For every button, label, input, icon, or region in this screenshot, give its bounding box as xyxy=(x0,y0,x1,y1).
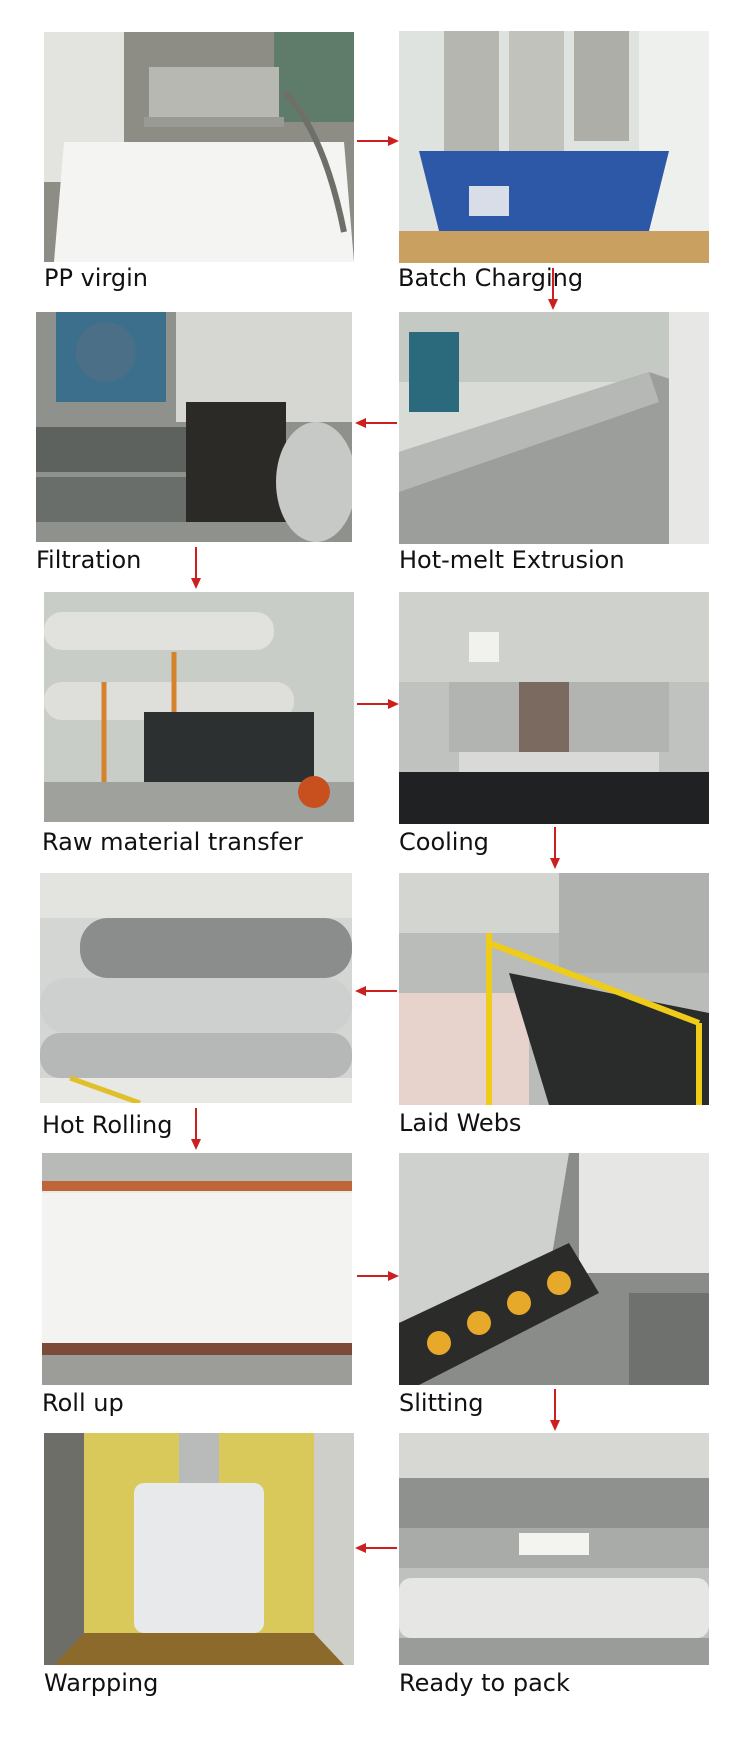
arrow-right-icon xyxy=(357,136,399,146)
arrow-right-icon xyxy=(357,1271,399,1281)
batch-charging-photo xyxy=(399,31,709,263)
hot-melt-extrusion-photo xyxy=(399,312,709,544)
hot-melt-extrusion-label: Hot-melt Extrusion xyxy=(399,546,625,574)
arrow-down-icon xyxy=(191,1108,201,1150)
laid-webs-photo xyxy=(399,873,709,1105)
slitting-photo xyxy=(399,1153,709,1385)
cooling-photo xyxy=(399,592,709,824)
laid-webs-label: Laid Webs xyxy=(399,1109,522,1137)
arrow-right-icon xyxy=(357,699,399,709)
raw-material-transfer-photo xyxy=(44,592,354,822)
arrow-down-icon xyxy=(550,1389,560,1431)
pp-virgin-photo xyxy=(44,32,354,262)
warpping-label: Warpping xyxy=(44,1669,159,1697)
roll-up-photo xyxy=(42,1153,352,1385)
cooling-label: Cooling xyxy=(399,828,489,856)
ready-to-pack-label: Ready to pack xyxy=(399,1669,570,1697)
raw-material-transfer-label: Raw material transfer xyxy=(42,828,303,856)
arrow-left-icon xyxy=(355,1543,397,1553)
hot-rolling-photo xyxy=(40,873,352,1103)
hot-rolling-label: Hot Rolling xyxy=(42,1111,173,1139)
arrow-left-icon xyxy=(355,418,397,428)
arrow-left-icon xyxy=(355,986,397,996)
arrow-down-icon xyxy=(191,547,201,589)
filtration-label: Filtration xyxy=(36,546,142,574)
filtration-photo xyxy=(36,312,352,542)
roll-up-label: Roll up xyxy=(42,1389,124,1417)
warpping-photo xyxy=(44,1433,354,1665)
pp-virgin-label: PP virgin xyxy=(44,264,149,292)
arrow-down-icon xyxy=(550,827,560,869)
slitting-label: Slitting xyxy=(399,1389,484,1417)
ready-to-pack-photo xyxy=(399,1433,709,1665)
arrow-down-icon xyxy=(548,268,558,310)
